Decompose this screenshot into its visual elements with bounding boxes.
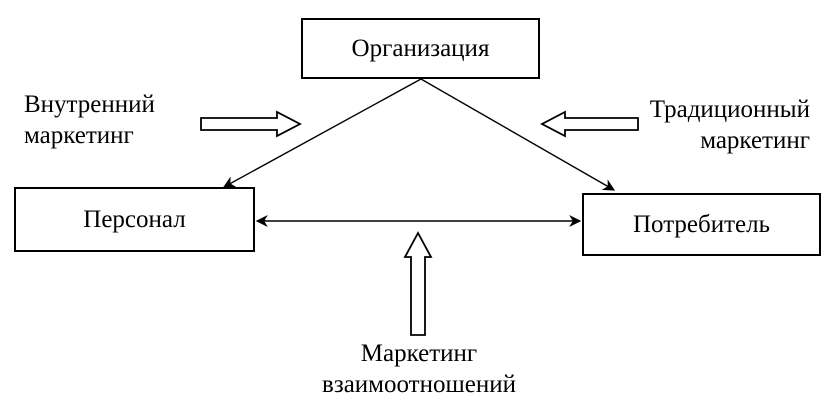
label-internal-line1: Внутренний xyxy=(24,91,155,118)
label-internal-marketing: Внутренний маркетинг xyxy=(24,89,155,151)
node-consumer-label: Потребитель xyxy=(632,210,771,238)
label-traditional-marketing: Традиционный маркетинг xyxy=(604,94,810,156)
edge-org-consumer xyxy=(420,78,616,191)
node-organization: Организация xyxy=(301,18,540,79)
node-consumer: Потребитель xyxy=(582,193,821,256)
node-personnel: Персонал xyxy=(14,187,255,252)
edge-org-personnel xyxy=(222,78,422,188)
node-personnel-label: Персонал xyxy=(83,205,186,233)
label-relationship-line1: Маркетинг xyxy=(360,340,478,367)
hollow-arrow-internal-icon xyxy=(200,110,302,138)
node-organization-label: Организация xyxy=(351,34,490,62)
label-relationship-marketing: Маркетинг взаимоотношений xyxy=(300,338,538,400)
hollow-arrow-traditional-icon xyxy=(540,110,639,138)
label-traditional-line2: маркетинг xyxy=(700,127,810,154)
label-relationship-line2: взаимоотношений xyxy=(322,371,516,398)
hollow-arrow-relationship-icon xyxy=(403,231,433,336)
label-traditional-line1: Традиционный xyxy=(649,96,810,123)
label-internal-line2: маркетинг xyxy=(24,122,134,149)
